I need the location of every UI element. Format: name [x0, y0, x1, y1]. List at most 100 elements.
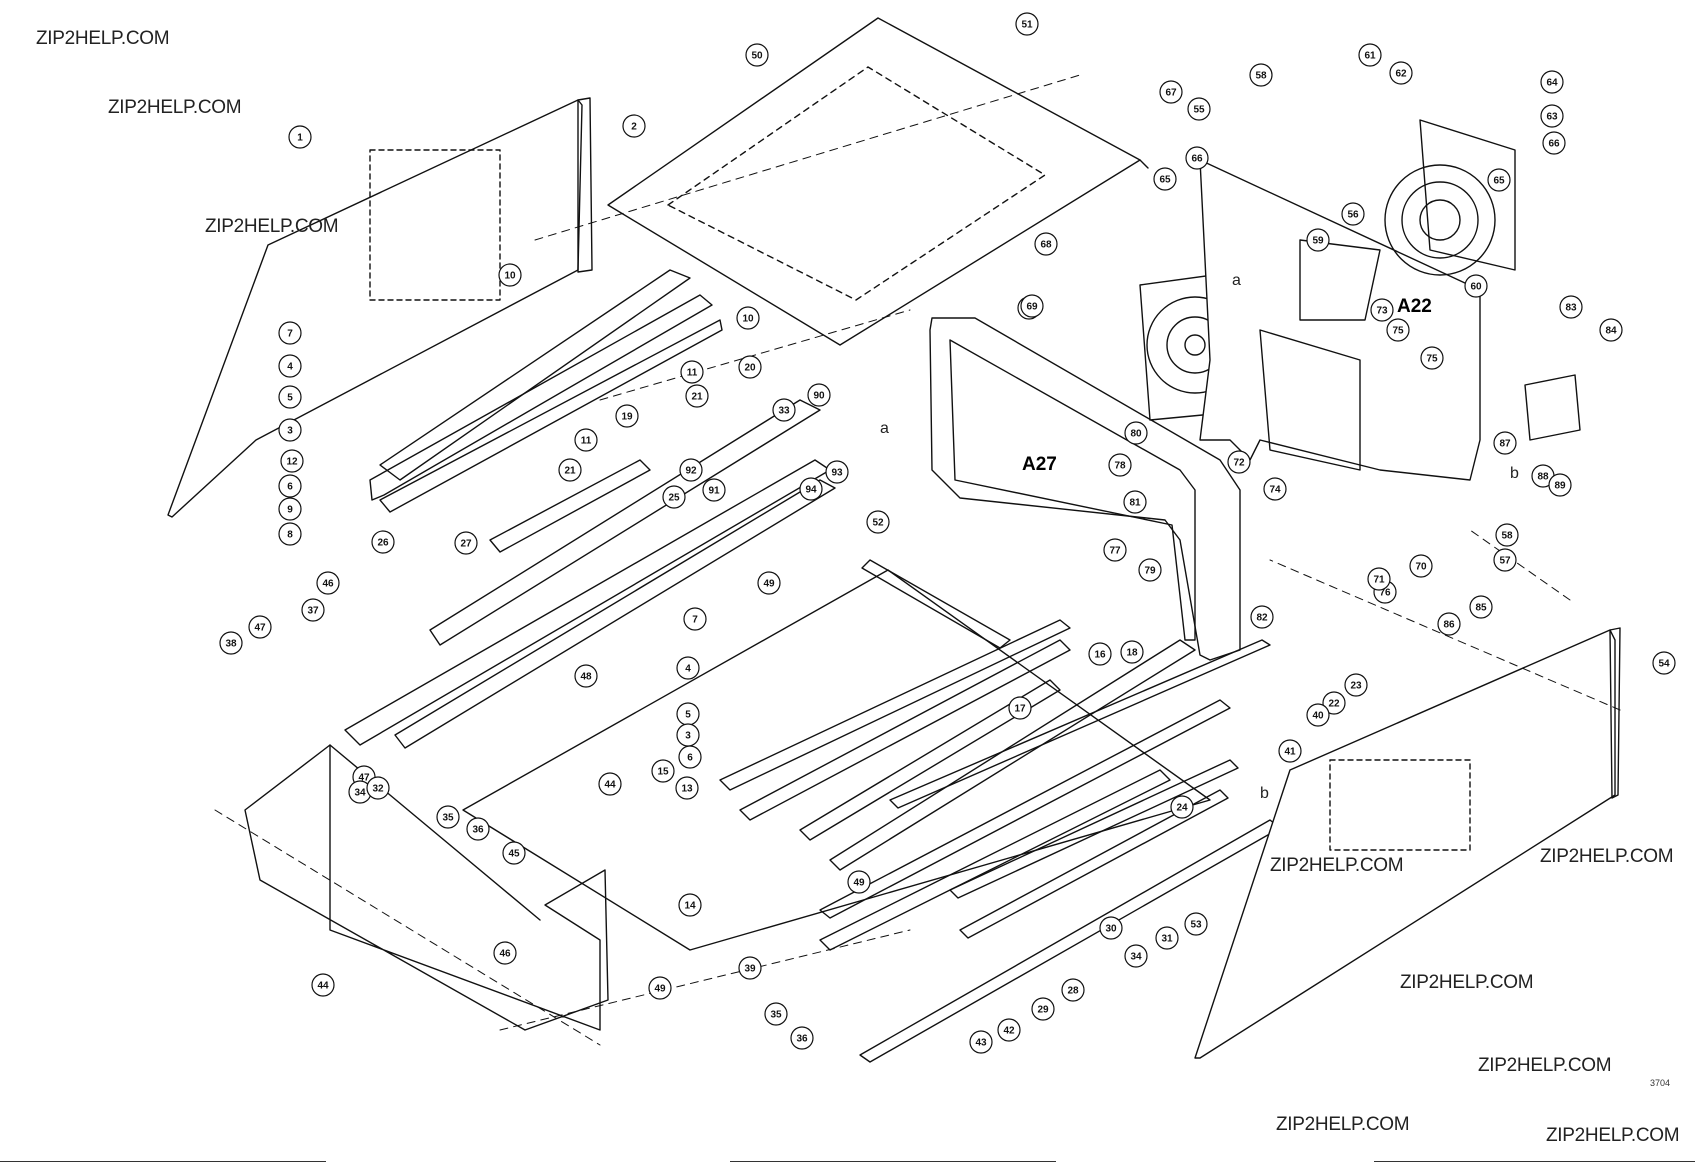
callout-circle [1159, 80, 1183, 104]
callout-72: 72 [1227, 450, 1251, 474]
callout-circle [1389, 61, 1413, 85]
callout-11: 11 [574, 428, 598, 452]
callout-42: 42 [997, 1018, 1021, 1042]
callout-number: 26 [377, 538, 389, 549]
callout-86: 86 [1437, 612, 1461, 636]
callout-circle [1184, 912, 1208, 936]
callout-circle [436, 805, 460, 829]
arrow-marker-b-2: b [1510, 465, 1519, 482]
callout-number: 58 [1255, 71, 1267, 82]
callout-circle [1153, 167, 1177, 191]
callout-circle [1367, 567, 1391, 591]
callout-circle [1542, 131, 1566, 155]
callout-number: 75 [1426, 354, 1438, 365]
callout-62: 62 [1389, 61, 1413, 85]
callout-number: 61 [1364, 51, 1376, 62]
callout-25: 25 [662, 485, 686, 509]
left-side-panel [167, 97, 593, 518]
callout-circle [1263, 477, 1287, 501]
callout-49: 49 [648, 976, 672, 1000]
callout-number: 68 [1040, 240, 1052, 251]
figure-code: 3704 [1650, 1078, 1671, 1088]
callout-circle [1493, 548, 1517, 572]
callout-11: 11 [680, 360, 704, 384]
callout-31: 31 [1155, 926, 1179, 950]
callout-number: 59 [1312, 236, 1324, 247]
callout-number: 39 [744, 964, 756, 975]
footer-rule-right [1374, 1161, 1695, 1162]
callout-circle [371, 530, 395, 554]
callout-78: 78 [1108, 453, 1132, 477]
callout-number: 11 [581, 436, 592, 447]
callout-number: 6 [287, 482, 293, 493]
callout-82: 82 [1250, 605, 1274, 629]
callout-circle [598, 772, 622, 796]
callout-circle [1124, 421, 1148, 445]
callout-number: 36 [796, 1034, 808, 1045]
callout-33: 33 [772, 398, 796, 422]
callout-65: 65 [1487, 168, 1511, 192]
callout-number: 23 [1350, 681, 1362, 692]
callout-39: 39 [738, 956, 762, 980]
callout-27: 27 [454, 531, 478, 555]
callout-number: 35 [442, 813, 454, 824]
assembly-label-a27: A27 [1022, 454, 1057, 475]
callout-number: 46 [322, 579, 334, 590]
callout-6: 6 [678, 745, 702, 769]
callout-circle [676, 656, 700, 680]
callout-circle [651, 759, 675, 783]
callout-circle [1008, 696, 1032, 720]
callout-number: 50 [751, 51, 763, 62]
callout-circle [1464, 274, 1488, 298]
callout-circle [1469, 595, 1493, 619]
callout-circle [1061, 978, 1085, 1002]
callout-number: 43 [975, 1038, 987, 1049]
callout-37: 37 [301, 598, 325, 622]
callout-number: 79 [1144, 566, 1156, 577]
callout-number: 72 [1233, 458, 1245, 469]
callout-number: 28 [1067, 986, 1079, 997]
callout-43: 43 [969, 1030, 993, 1054]
callout-52: 52 [866, 510, 890, 534]
callout-5: 5 [278, 385, 302, 409]
callout-circle [1278, 739, 1302, 763]
callout-38: 38 [219, 631, 243, 655]
watermark-4: ZIP2HELP.COM [1270, 855, 1404, 876]
callout-circle [1487, 168, 1511, 192]
callout-60: 60 [1464, 274, 1488, 298]
callout-80: 80 [1124, 421, 1148, 445]
callout-number: 56 [1347, 210, 1359, 221]
callout-number: 51 [1021, 20, 1033, 31]
callout-number: 15 [657, 767, 669, 778]
callout-number: 38 [225, 639, 237, 650]
callout-40: 40 [1306, 703, 1330, 727]
arrow-marker-a-1: a [880, 420, 889, 437]
callout-35: 35 [436, 805, 460, 829]
callout-number: 54 [1658, 659, 1670, 670]
callout-35: 35 [764, 1002, 788, 1026]
callout-circle [969, 1030, 993, 1054]
watermark-8: ZIP2HELP.COM [1276, 1114, 1410, 1135]
callout-circle [738, 956, 762, 980]
callout-75: 75 [1420, 346, 1444, 370]
callout-20: 20 [738, 355, 762, 379]
callout-number: 21 [564, 466, 576, 477]
callout-number: 1 [297, 133, 303, 144]
callout-29: 29 [1031, 997, 1055, 1021]
callout-number: 9 [287, 505, 293, 516]
callout-number: 21 [691, 392, 703, 403]
callout-7: 7 [683, 607, 707, 631]
callout-number: 52 [872, 518, 884, 529]
callout-number: 41 [1284, 747, 1296, 758]
callout-89: 89 [1548, 473, 1572, 497]
callout-number: 75 [1392, 326, 1404, 337]
callout-circle [678, 745, 702, 769]
callout-circle [1493, 431, 1517, 455]
callout-4: 4 [676, 656, 700, 680]
callout-circle [1185, 146, 1209, 170]
callout-circle [1548, 473, 1572, 497]
callout-circle [1155, 926, 1179, 950]
callout-circle [278, 497, 302, 521]
callout-number: 89 [1554, 481, 1566, 492]
callout-79: 79 [1138, 558, 1162, 582]
